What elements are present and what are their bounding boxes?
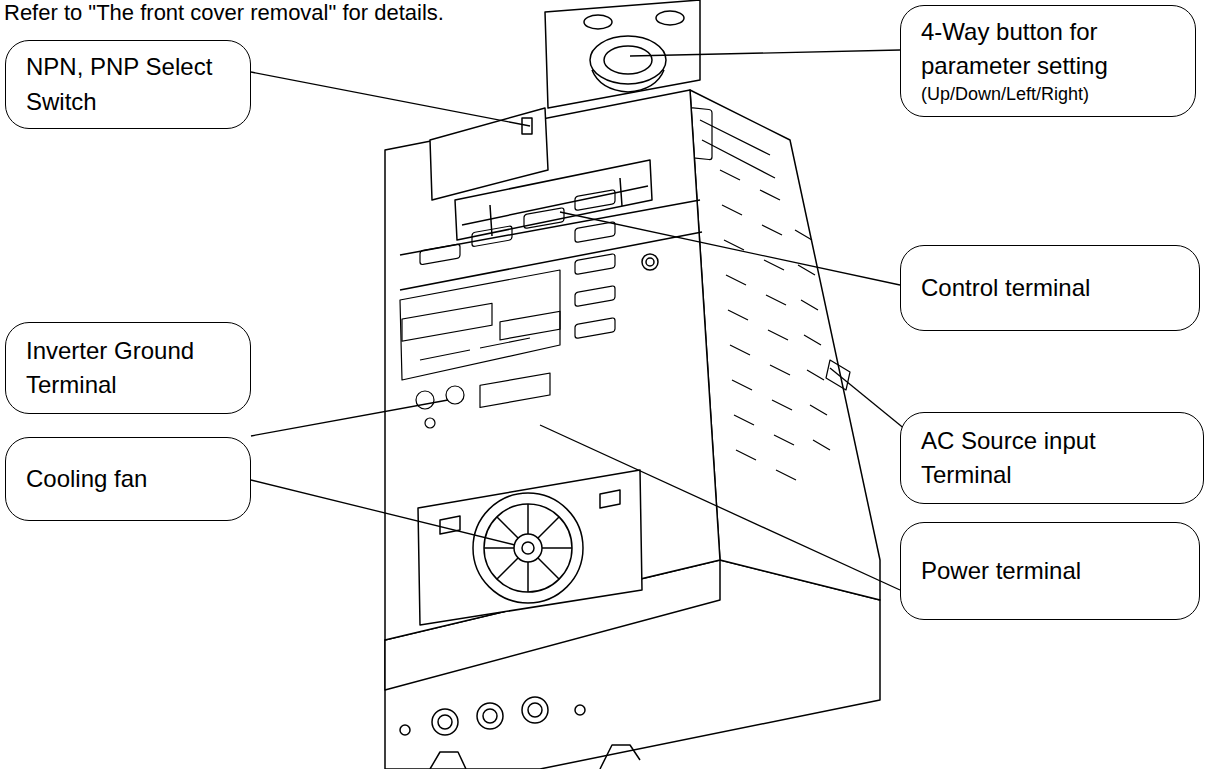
- callout-box: 4-Way button for parameter setting(Up/Do…: [900, 5, 1196, 117]
- callout-text: Cooling fan: [26, 462, 236, 496]
- callout-box: Cooling fan: [5, 437, 251, 521]
- callout-box: NPN, PNP Select Switch: [5, 40, 251, 129]
- callout-text: 4-Way button for parameter setting: [921, 15, 1181, 83]
- callout-box: Inverter Ground Terminal: [5, 322, 251, 414]
- callout-box: Control terminal: [900, 245, 1200, 331]
- callout-text: Control terminal: [921, 271, 1185, 305]
- callout-text: NPN, PNP Select Switch: [26, 50, 236, 118]
- callout-box: Power terminal: [900, 522, 1200, 620]
- callout-text: Inverter Ground Terminal: [26, 334, 236, 402]
- callout-text: Power terminal: [921, 554, 1185, 588]
- callout-text: AC Source input Terminal: [921, 424, 1189, 492]
- note-text: Refer to "The front cover removal" for d…: [4, 0, 444, 26]
- callout-subtext: (Up/Down/Left/Right): [921, 83, 1181, 106]
- callout-box: AC Source input Terminal: [900, 412, 1204, 504]
